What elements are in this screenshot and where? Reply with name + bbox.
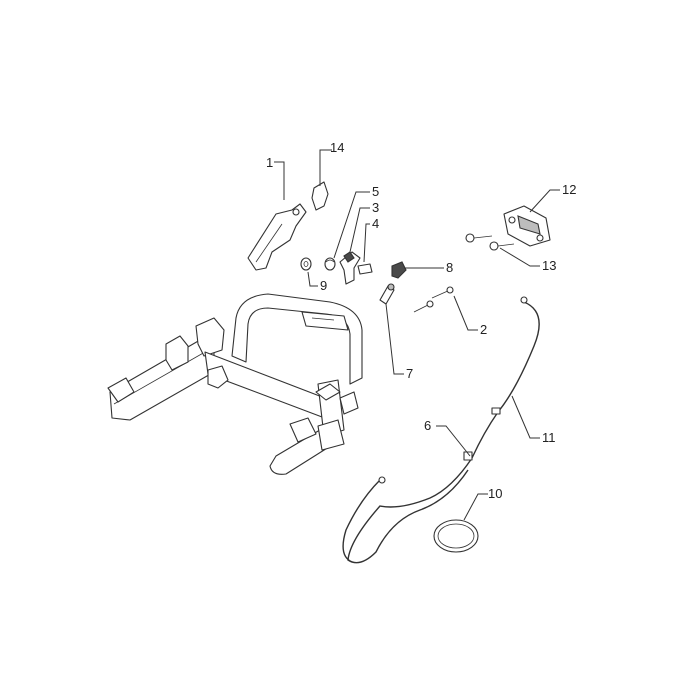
part-8-knob (391, 261, 407, 279)
part-5-spring-clip (324, 257, 336, 271)
callout-4: 4 (372, 216, 379, 231)
callout-1: 1 (266, 155, 273, 170)
callout-11: 11 (542, 430, 556, 445)
leader-12 (529, 189, 560, 213)
callout-3: 3 (372, 200, 379, 215)
part-12-latch-plate (503, 205, 551, 247)
callout-7: 7 (406, 366, 413, 381)
part-14-clip (311, 181, 329, 211)
callout-6: 6 (424, 418, 431, 433)
callout-14: 14 (330, 140, 344, 155)
part-7-pin-rod (379, 283, 395, 305)
callout-8: 8 (446, 260, 453, 275)
leader-1 (274, 161, 285, 200)
part-9-nut (300, 257, 312, 271)
leader-lines (274, 149, 560, 521)
rear-frame-assembly (107, 293, 363, 475)
leader-13 (499, 247, 540, 267)
callout-13: 13 (542, 258, 556, 273)
callout-9: 9 (320, 278, 327, 293)
leader-11 (511, 395, 540, 439)
callout-10: 10 (488, 486, 502, 501)
part-2-screws (413, 286, 454, 313)
callout-2: 2 (480, 322, 487, 337)
part-1-mounting-bracket (247, 203, 307, 271)
part-13-screws (465, 233, 515, 251)
part-11-release-cable (471, 296, 540, 459)
leader-14 (319, 149, 332, 186)
leader-4 (363, 223, 370, 263)
part-10-hose-clamp (433, 519, 479, 553)
leader-7 (385, 303, 404, 375)
part-4-pin (357, 263, 373, 275)
leader-2 (453, 295, 478, 331)
leader-10 (463, 493, 488, 521)
callout-5: 5 (372, 184, 379, 199)
part-3-latch-hook (339, 251, 361, 285)
part-6-main-cable (342, 451, 473, 564)
leader-3 (349, 207, 370, 253)
callout-12: 12 (562, 182, 576, 197)
leader-5 (333, 191, 370, 259)
leader-6 (436, 425, 471, 457)
leader-9 (307, 271, 318, 287)
callout-labels: 1 14 5 3 4 8 9 2 7 12 13 11 6 10 (266, 140, 576, 501)
